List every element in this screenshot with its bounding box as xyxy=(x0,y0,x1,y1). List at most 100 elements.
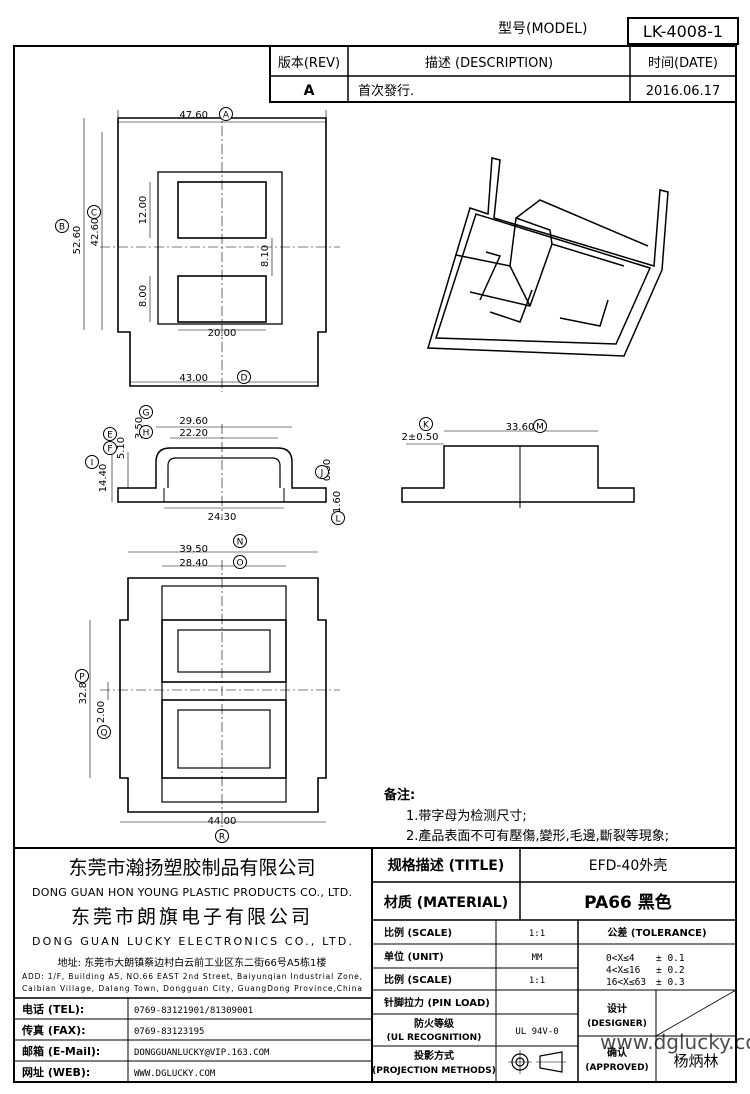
marker-label: M xyxy=(536,423,544,433)
marker-label: B xyxy=(59,223,65,233)
company-cn-2: 东莞市朗旗电子有限公司 xyxy=(71,906,313,928)
marker-label: D xyxy=(241,374,248,384)
model-value: LK-4008-1 xyxy=(643,22,723,41)
ul-label-2: (UL RECOGNITION) xyxy=(387,1033,482,1043)
front-view xyxy=(111,424,327,520)
scale2-label: 比例 (SCALE) xyxy=(384,973,452,986)
approved-label-1: 确认 xyxy=(607,1046,628,1059)
rev-value: A xyxy=(304,83,315,99)
tol-value-3: ± 0.3 xyxy=(656,977,685,988)
dim-g: 29.60 xyxy=(179,416,208,427)
designer-label-1: 设计 xyxy=(607,1002,627,1015)
title-label: 规格描述 (TITLE) xyxy=(388,857,504,874)
note-2: 2.產品表面不可有壓傷,變形,毛邊,斷裂等現象; xyxy=(406,828,669,844)
dim-d: 43.00 xyxy=(179,373,208,384)
proj-label-2: (PROJECTION METHODS) xyxy=(372,1066,496,1076)
marker-label: F xyxy=(107,445,112,455)
dim-k: 2±0.50 xyxy=(401,432,438,443)
marker-label: N xyxy=(237,538,244,548)
dim-n: 39.50 xyxy=(179,544,208,555)
web-value: WWW.DGLUCKY.COM xyxy=(134,1069,216,1079)
model-label: 型号(MODEL) xyxy=(498,21,587,37)
marker-c: C xyxy=(87,205,101,219)
unit-value: MM xyxy=(532,953,543,963)
scale-label: 比例 (SCALE) xyxy=(384,926,452,939)
desc-value: 首次發行. xyxy=(358,83,414,99)
email-value: DONGGUANLUCKY@VIP.163.COM xyxy=(134,1048,270,1058)
tol-range-2: 4<X≤16 xyxy=(606,965,641,976)
dim-m-side: 33.60 xyxy=(506,422,535,433)
title-block-grid xyxy=(14,847,737,1082)
ul-value: UL 94V-0 xyxy=(515,1027,558,1037)
marker-label: R xyxy=(219,833,225,843)
top-view xyxy=(83,108,340,392)
tol-value-2: ± 0.2 xyxy=(656,965,685,976)
marker-j: J xyxy=(315,465,329,479)
tol-range-1: 0<X≤4 xyxy=(606,953,635,964)
marker-label: L xyxy=(335,515,340,525)
marker-m: M xyxy=(533,419,547,433)
marker-label: P xyxy=(79,673,85,683)
dim-a: 47.60 xyxy=(179,110,208,121)
marker-h: H xyxy=(139,425,153,439)
marker-e: E xyxy=(103,427,117,441)
marker-r: R xyxy=(215,829,229,843)
dim-i: 14.40 xyxy=(98,464,109,493)
marker-l: L xyxy=(331,511,345,525)
tol-value-1: ± 0.1 xyxy=(656,953,685,964)
marker-o: O xyxy=(233,555,247,569)
address-en-2: Caibian Village, Dalang Town, Dongguan C… xyxy=(22,984,362,993)
ul-label-1: 防火等级 xyxy=(414,1017,455,1030)
dim-inner-w: 20.00 xyxy=(208,328,237,339)
email-label: 邮箱 (E-Mail): xyxy=(22,1044,100,1058)
scale2-value: 1:1 xyxy=(529,976,545,986)
marker-n: N xyxy=(233,534,247,548)
approved-label-2: (APPROVED) xyxy=(585,1063,648,1073)
tel-label: 电话 (TEL): xyxy=(22,1002,84,1016)
revision-table: 版本(REV) 描述 (DESCRIPTION) 时间(DATE) A 首次發行… xyxy=(269,45,737,103)
company-en-1: DONG GUAN HON YOUNG PLASTIC PRODUCTS CO.… xyxy=(32,886,352,899)
material-value: PA66 黑色 xyxy=(584,892,672,913)
marker-b: B xyxy=(55,219,69,233)
marker-p: P xyxy=(75,669,89,683)
fax-value: 0769-83123195 xyxy=(134,1027,204,1037)
side-view xyxy=(401,430,635,508)
marker-i: I xyxy=(85,455,99,469)
marker-label: H xyxy=(143,429,150,439)
marker-label: E xyxy=(107,431,113,441)
notes: 备注: 1.带字母为检测尺寸; 2.產品表面不可有壓傷,變形,毛邊,斷裂等現象; xyxy=(383,787,669,844)
tel-value: 0769-83121901/81309001 xyxy=(134,1006,253,1016)
marker-k: K xyxy=(419,417,433,431)
web-label: 网址 (WEB): xyxy=(22,1065,90,1079)
address-cn: 地址: 东莞市大朗镇蔡边村白云前工业区东二街66号A5栋1楼 xyxy=(58,956,327,969)
dim-gap: 8.10 xyxy=(260,245,271,267)
marker-f: F xyxy=(103,441,117,455)
marker-label: J xyxy=(320,469,324,479)
dim-l: 1.60 xyxy=(332,491,343,513)
scale-value: 1:1 xyxy=(529,929,545,939)
unit-label: 单位 (UNIT) xyxy=(384,950,444,963)
marker-d: D xyxy=(237,370,251,384)
rev-header: 版本(REV) xyxy=(278,56,340,71)
dim-win-h: 12.00 xyxy=(138,196,149,225)
company-en-2: DONG GUAN LUCKY ELECTRONICS CO., LTD. xyxy=(32,935,352,948)
marker-g: G xyxy=(139,405,153,419)
dim-c: 42.60 xyxy=(90,218,101,247)
company-cn-1: 东莞市瀚扬塑胶制品有限公司 xyxy=(68,857,315,879)
note-1: 1.带字母为检测尺寸; xyxy=(406,809,527,824)
projection-symbol-icon xyxy=(508,1050,566,1074)
marker-label: A xyxy=(223,111,230,121)
material-label: 材质 (MATERIAL) xyxy=(384,894,508,911)
marker-label: Q xyxy=(100,729,107,739)
desc-header: 描述 (DESCRIPTION) xyxy=(425,56,553,71)
dim-win-h2: 8.00 xyxy=(138,285,149,307)
marker-q: Q xyxy=(97,725,111,739)
marker-label: I xyxy=(91,459,94,469)
title-value: EFD-40外壳 xyxy=(589,857,668,874)
dim-b: 52.60 xyxy=(72,226,83,255)
date-header: 时间(DATE) xyxy=(648,56,718,71)
date-value: 2016.06.17 xyxy=(646,84,720,99)
notes-title: 备注: xyxy=(383,787,415,803)
marker-label: C xyxy=(91,209,97,219)
